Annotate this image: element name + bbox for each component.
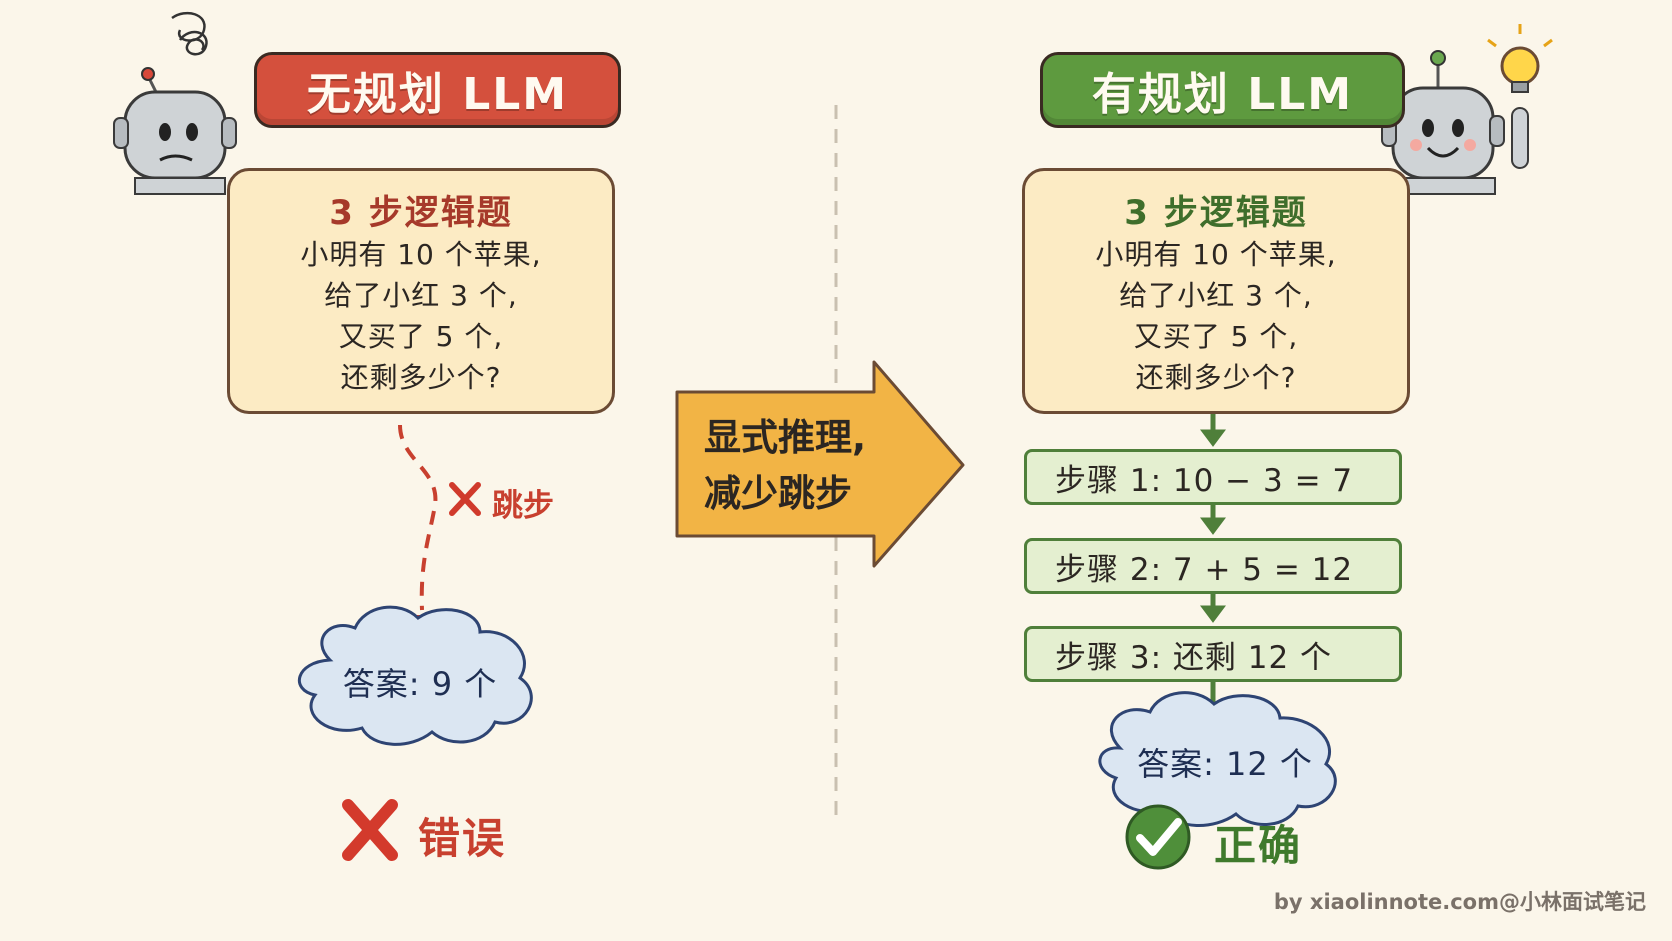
right-card-line: 还剩多少个? <box>1135 361 1297 394</box>
right-answer-cloud <box>1098 691 1337 827</box>
step-3: 步骤 3: 还剩 12 个 <box>1024 626 1402 682</box>
right-card-line: 给了小红 3 个, <box>1119 279 1313 312</box>
right-banner: 有规划 LLM <box>1040 52 1405 128</box>
left-card-title: 3 步逻辑题 <box>329 193 513 233</box>
step-2: 步骤 2: 7 + 5 = 12 <box>1024 538 1402 594</box>
skip-x-icon <box>449 482 481 516</box>
left-card-line: 还剩多少个? <box>340 361 502 394</box>
right-card-line: 又买了 5 个, <box>1133 320 1299 353</box>
right-verdict: 正确 <box>1214 821 1303 870</box>
left-banner: 无规划 LLM <box>254 52 621 128</box>
left-answer-text: 答案: 9 个 <box>342 665 498 703</box>
step-1: 步骤 1: 10 − 3 = 7 <box>1024 449 1402 505</box>
left-banner-label: 无规划 LLM <box>306 69 569 120</box>
left-card-line: 给了小红 3 个, <box>324 279 518 312</box>
check-icon <box>1125 804 1191 870</box>
skip-dashed-path <box>398 424 438 611</box>
left-verdict: 错误 <box>418 814 507 863</box>
happy-robot-icon <box>1381 24 1553 195</box>
skip-label: 跳步 <box>492 488 554 524</box>
left-problem-card: 3 步逻辑题 小明有 10 个苹果, 给了小红 3 个, 又买了 5 个, 还剩… <box>227 168 615 414</box>
arrow-text-line2: 减少跳步 <box>704 472 852 515</box>
arrow-text-line1: 显式推理, <box>704 416 867 459</box>
footer-credit: by xiaolinnote.com@小林面试笔记 <box>1273 890 1646 914</box>
right-card-line: 小明有 10 个苹果, <box>1095 238 1337 271</box>
left-card-line: 又买了 5 个, <box>338 320 504 353</box>
right-answer-text: 答案: 12 个 <box>1137 745 1313 783</box>
left-answer-cloud <box>297 605 533 746</box>
right-card-title: 3 步逻辑题 <box>1124 193 1308 233</box>
arrow-text: 显式推理, 减少跳步 <box>704 410 866 522</box>
step-connectors <box>1200 412 1226 708</box>
right-banner-label: 有规划 LLM <box>1091 69 1354 120</box>
right-problem-card: 3 步逻辑题 小明有 10 个苹果, 给了小红 3 个, 又买了 5 个, 还剩… <box>1022 168 1410 414</box>
confused-robot-icon <box>113 11 237 195</box>
wrong-x-icon <box>342 799 398 861</box>
left-card-line: 小明有 10 个苹果, <box>300 238 542 271</box>
center-big-arrow <box>675 360 965 568</box>
